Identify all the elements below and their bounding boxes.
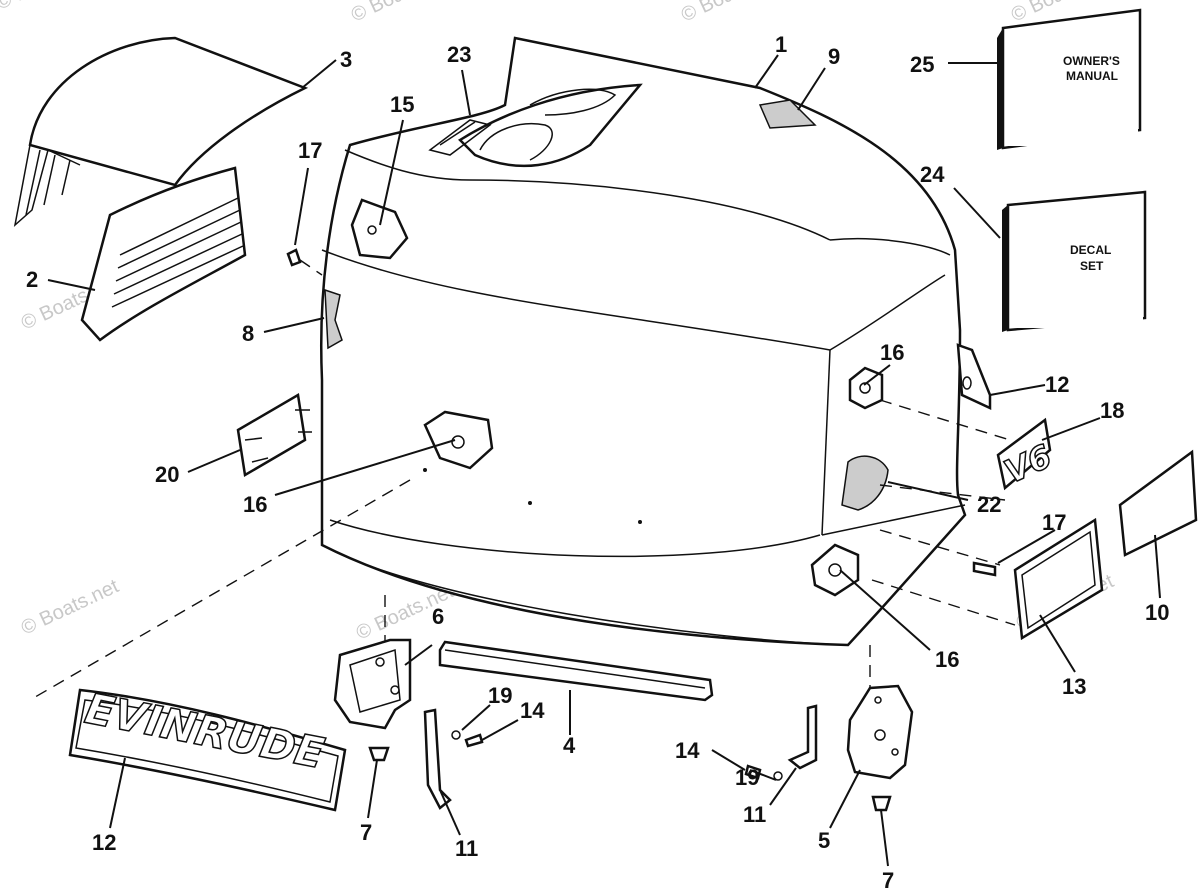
part-23-vent [428, 119, 492, 156]
callout-14b: 14 [675, 738, 700, 763]
watermark-3: © Boats.net [678, 0, 783, 27]
part-15-plate [350, 198, 409, 260]
part-17-screws [286, 248, 997, 577]
part-10-panel [1118, 449, 1198, 557]
part-9-seal [758, 99, 817, 129]
part-7-grommets [368, 746, 892, 812]
callout-9: 9 [828, 44, 840, 69]
callout-2: 2 [26, 267, 38, 292]
callout-11a: 11 [455, 836, 478, 861]
callout-4: 4 [563, 733, 576, 758]
callout-13: 13 [1062, 674, 1086, 699]
part-20-stud-plate [236, 392, 312, 478]
manual-label-line1: OWNER'S [1063, 54, 1120, 68]
callout-24: 24 [920, 162, 945, 187]
callout-11b: 11 [743, 802, 766, 827]
part-24-decal-set: DECAL SET [1002, 190, 1147, 332]
callout-12a: 12 [1045, 372, 1069, 397]
leader-lines [47, 54, 1161, 867]
callout-17b: 17 [1042, 510, 1066, 535]
part-16-plate-c [810, 543, 860, 597]
callout-25: 25 [910, 52, 934, 77]
callout-10: 10 [1145, 600, 1169, 625]
part-22-seal [841, 455, 889, 511]
watermark-2: © Boats.net [348, 0, 453, 27]
part-11-brackets [423, 704, 818, 810]
watermark-9: © Boats.net [18, 575, 123, 639]
part-16-plate-a [423, 410, 494, 470]
callout-7a: 7 [360, 820, 372, 845]
part-14-19-hardware [451, 730, 783, 781]
part-18-v6-emblem: V6 [996, 417, 1058, 492]
callout-16a: 16 [880, 340, 904, 365]
decal-label-line2: SET [1080, 259, 1104, 273]
callout-17a: 17 [298, 138, 322, 163]
callout-16b: 16 [243, 492, 267, 517]
part-25-owners-manual: OWNER'S MANUAL [997, 8, 1142, 150]
callout-15: 15 [390, 92, 414, 117]
callout-22: 22 [977, 492, 1001, 517]
callout-14a: 14 [520, 698, 545, 723]
part-3-cover-cap [13, 36, 309, 228]
watermark-1: © Boats.net [0, 0, 97, 15]
manual-label-line2: MANUAL [1066, 69, 1118, 83]
callout-19b: 19 [735, 765, 759, 790]
part-6-hinge [333, 638, 412, 730]
part-5-hinge-plate [846, 684, 914, 780]
part-13-frame [1013, 517, 1104, 641]
callout-12b: 12 [92, 830, 116, 855]
callout-18: 18 [1100, 398, 1124, 423]
part-12-side-plate [956, 343, 992, 410]
part-1-motor-cover [319, 36, 967, 647]
callout-8: 8 [242, 321, 254, 346]
callout-20: 20 [155, 462, 179, 487]
part-8-seal [324, 288, 343, 350]
callout-3: 3 [340, 47, 352, 72]
part-4-seal-strip [438, 640, 714, 702]
callout-6: 6 [432, 604, 444, 629]
decal-label-line1: DECAL [1070, 243, 1111, 257]
callout-16c: 16 [935, 647, 959, 672]
callout-23: 23 [447, 42, 471, 67]
callout-19a: 19 [488, 683, 512, 708]
part-12-brand-emblem: EVINRUDE [68, 683, 347, 812]
callout-5: 5 [818, 828, 830, 853]
callout-7b: 7 [882, 868, 894, 893]
part-2-grille [80, 166, 247, 342]
callout-1: 1 [775, 32, 787, 57]
callout-labels: 1 2 3 4 5 6 7 7 8 9 10 11 11 12 12 13 14… [26, 32, 1169, 893]
